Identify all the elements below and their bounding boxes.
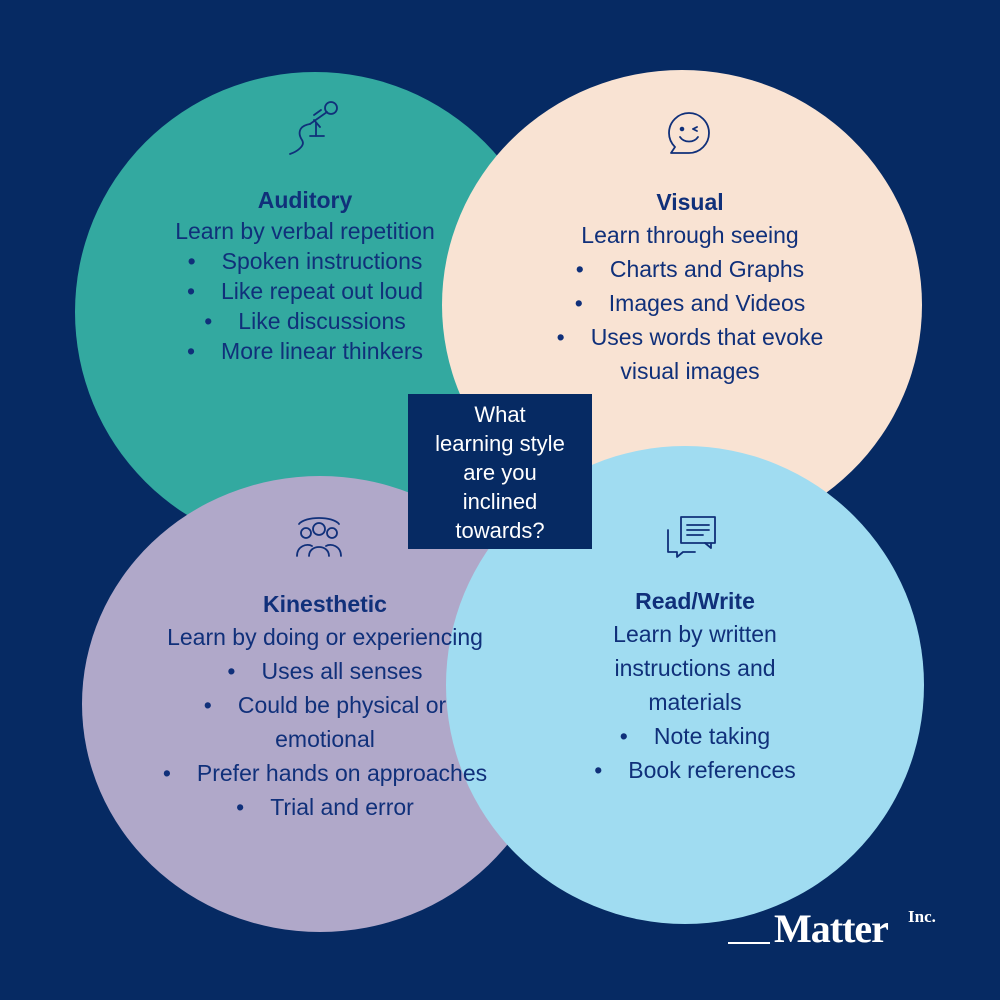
visual-subtitle: Learn through seeing — [581, 222, 799, 248]
read-write-title: Read/Write — [635, 588, 755, 614]
auditory-bullet-list: Spoken instructions Like repeat out loud… — [95, 246, 515, 366]
list-item: Book references — [500, 753, 890, 787]
read-write-section: Read/Write Learn by written instructions… — [500, 585, 890, 787]
list-item: Could be physical or — [110, 688, 540, 722]
kinesthetic-title: Kinesthetic — [263, 591, 387, 617]
center-question-line: towards? — [455, 518, 545, 543]
list-item: Charts and Graphs — [480, 252, 900, 286]
winking-face-chat-icon — [668, 112, 710, 154]
center-question-line: are you — [463, 460, 537, 485]
group-icon — [296, 517, 342, 557]
matter-logo: Matter Inc. — [728, 905, 948, 953]
list-item: Note taking — [500, 719, 890, 753]
center-question-box: What learning style are you inclined tow… — [408, 394, 592, 549]
kinesthetic-bullet-list-2: Prefer hands on approaches Trial and err… — [110, 756, 540, 824]
kinesthetic-bullet-continuation: emotional — [275, 726, 375, 752]
read-write-subtitle-line: instructions and — [614, 655, 776, 681]
auditory-subtitle: Learn by verbal repetition — [175, 218, 435, 244]
read-write-subtitle-line: Learn by written — [613, 621, 777, 647]
visual-title: Visual — [656, 189, 724, 215]
auditory-section: Auditory Learn by verbal repetition Spok… — [95, 184, 515, 366]
kinesthetic-subtitle: Learn by doing or experiencing — [167, 624, 483, 650]
list-item: Like discussions — [95, 306, 515, 336]
list-item: Spoken instructions — [95, 246, 515, 276]
logo-rule — [728, 942, 770, 944]
visual-bullet-continuation: visual images — [620, 358, 760, 384]
read-write-bullet-list: Note taking Book references — [500, 719, 890, 787]
center-question-line: learning style — [435, 431, 565, 456]
microphone-icon — [289, 101, 338, 155]
list-item: Uses all senses — [110, 654, 540, 688]
visual-bullet-list: Charts and Graphs Images and Videos Uses… — [480, 252, 900, 354]
logo-suffix: Inc. — [908, 907, 936, 926]
list-item: Like repeat out loud — [95, 276, 515, 306]
read-write-subtitle-line: materials — [648, 689, 742, 715]
center-question-line: What — [474, 402, 526, 427]
list-item: Prefer hands on approaches — [110, 756, 540, 790]
chat-document-icon — [667, 516, 716, 558]
list-item: Images and Videos — [480, 286, 900, 320]
kinesthetic-bullet-list: Uses all senses Could be physical or — [110, 654, 540, 722]
auditory-title: Auditory — [257, 187, 353, 213]
center-question-line: inclined — [462, 489, 538, 514]
list-item: Uses words that evoke — [480, 320, 900, 354]
kinesthetic-section: Kinesthetic Learn by doing or experienci… — [110, 588, 540, 824]
list-item: More linear thinkers — [95, 336, 515, 366]
visual-section: Visual Learn through seeing Charts and G… — [480, 186, 900, 388]
list-item: Trial and error — [110, 790, 540, 824]
logo-wordmark: Matter — [774, 906, 889, 951]
